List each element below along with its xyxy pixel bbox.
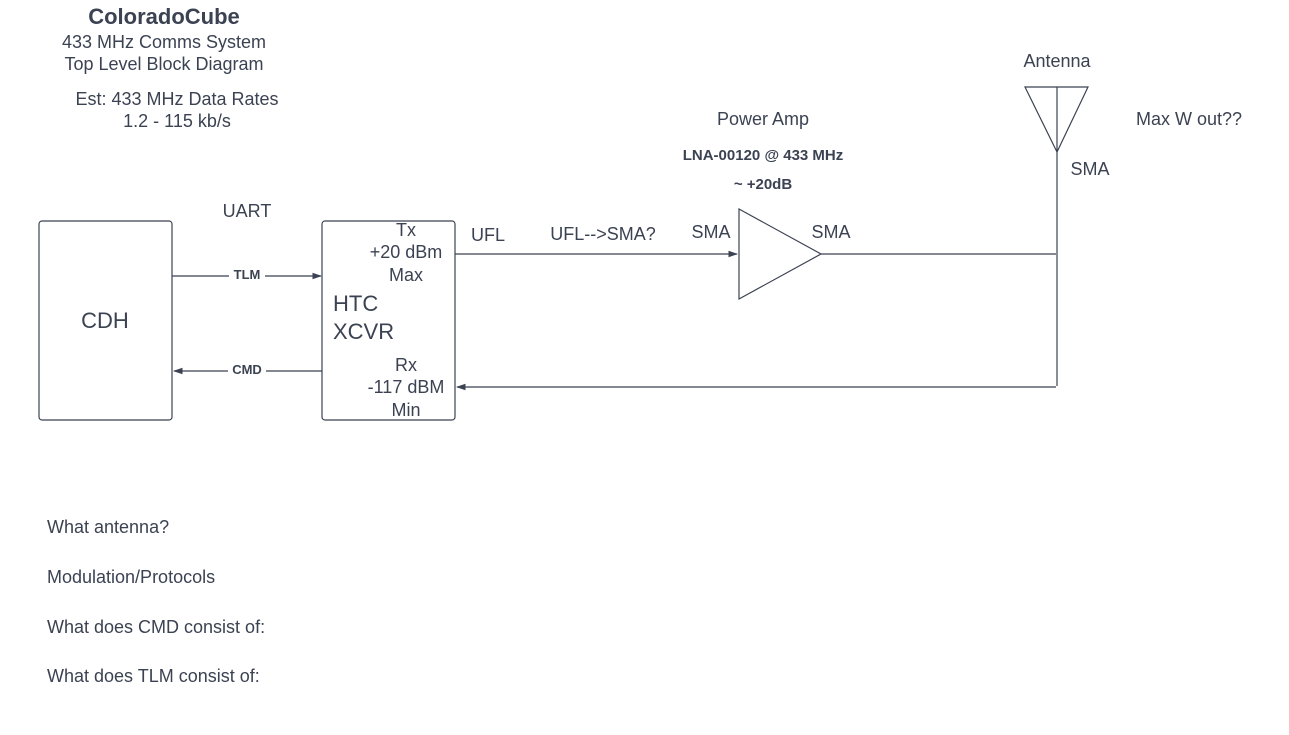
amp-output-sma-label: SMA	[811, 222, 850, 242]
rx-label: Rx	[395, 355, 417, 375]
ufl-label: UFL	[471, 225, 505, 245]
tx-power: +20 dBm	[370, 242, 443, 262]
power-amp-part-number: LNA-00120	[683, 147, 761, 164]
data-rates-label: Est: 433 MHz Data Rates	[75, 89, 278, 109]
question-modulation: Modulation/Protocols	[47, 567, 215, 587]
rx-min: Min	[391, 400, 420, 420]
rx-sensitivity: -117 dBM	[368, 377, 445, 397]
question-antenna: What antenna?	[47, 517, 169, 537]
uart-label: UART	[223, 201, 272, 221]
cdh-block	[38, 220, 173, 421]
cdh-label: CDH	[81, 308, 129, 333]
amp-input-sma-label: SMA	[691, 222, 730, 242]
tlm-label: TLM	[234, 267, 261, 282]
cmd-label-bg	[228, 362, 266, 379]
antenna-sma-label: SMA	[1070, 159, 1109, 179]
power-amp-triangle	[738, 207, 823, 301]
max-w-out-label: Max W out??	[1136, 109, 1242, 129]
diagram-subtitle-1: 433 MHz Comms System	[62, 32, 266, 52]
cmd-label: CMD	[232, 362, 262, 377]
power-amp-title: Power Amp	[717, 109, 809, 129]
question-cmd: What does CMD consist of:	[47, 617, 265, 637]
power-amp-frequency: @ 433 MHz	[760, 147, 843, 164]
data-rates-value: 1.2 - 115 kb/s	[123, 111, 231, 131]
power-amp-gain: ~ +20dB	[734, 176, 793, 193]
xcvr-block	[321, 220, 456, 421]
tx-label: Tx	[396, 220, 416, 240]
antenna-title: Antenna	[1023, 51, 1091, 71]
antenna-icon	[1024, 86, 1089, 154]
power-amp-part: LNA-00120 @ 433 MHz	[683, 147, 844, 164]
diagram-title: ColoradoCube	[88, 4, 240, 29]
tx-max: Max	[389, 265, 423, 285]
xcvr-label-2: XCVR	[333, 319, 394, 344]
diagram-subtitle-2: Top Level Block Diagram	[64, 54, 263, 74]
tlm-label-bg	[229, 266, 265, 283]
question-tlm: What does TLM consist of:	[47, 666, 260, 686]
ufl-to-sma-label: UFL-->SMA?	[550, 224, 656, 244]
xcvr-label-1: HTC	[333, 291, 378, 316]
